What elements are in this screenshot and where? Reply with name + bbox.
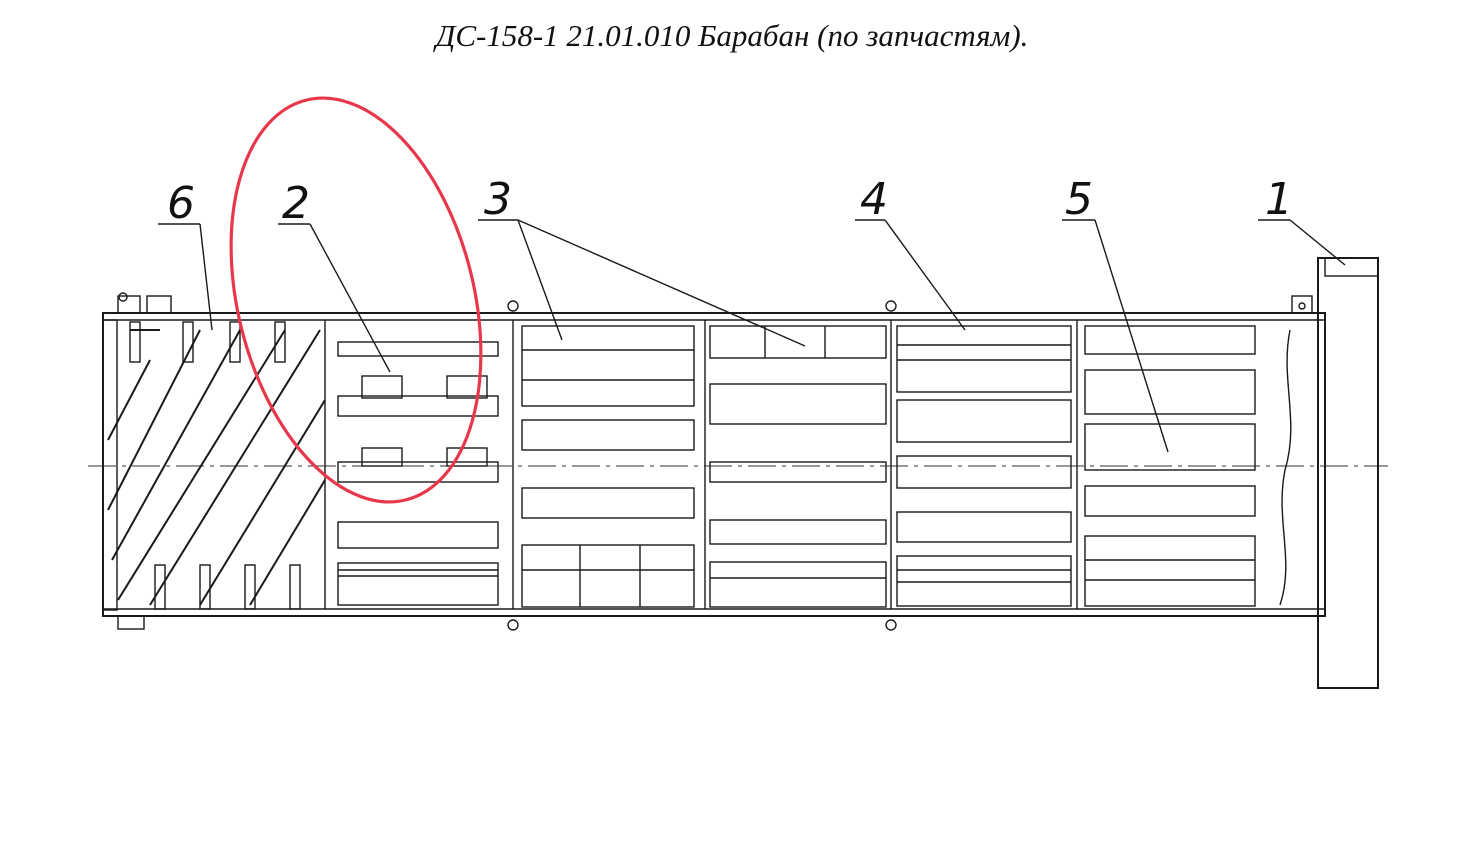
document-title: ДС-158-1 21.01.010 Барабан (по запчастям… [435,18,1029,53]
callout-2: 2 [282,178,310,229]
left-end-fittings [102,292,172,630]
callout-6: 6 [167,178,195,229]
bolt-markers [507,300,897,631]
callout-1: 1 [1265,174,1293,225]
callout-4: 4 [860,174,888,225]
section-6-spiral-blades [107,320,326,610]
highlight-ellipse [229,96,483,504]
section-1-end-flange [1291,257,1379,689]
section-5-lifters [1084,325,1292,607]
section-4-lifters [896,320,1078,609]
callout-5: 5 [1065,174,1093,225]
callout-3: 3 [484,174,512,225]
section-2-lifters [337,320,514,609]
section-3-lifters [521,320,892,609]
leader-lines [158,219,1346,453]
